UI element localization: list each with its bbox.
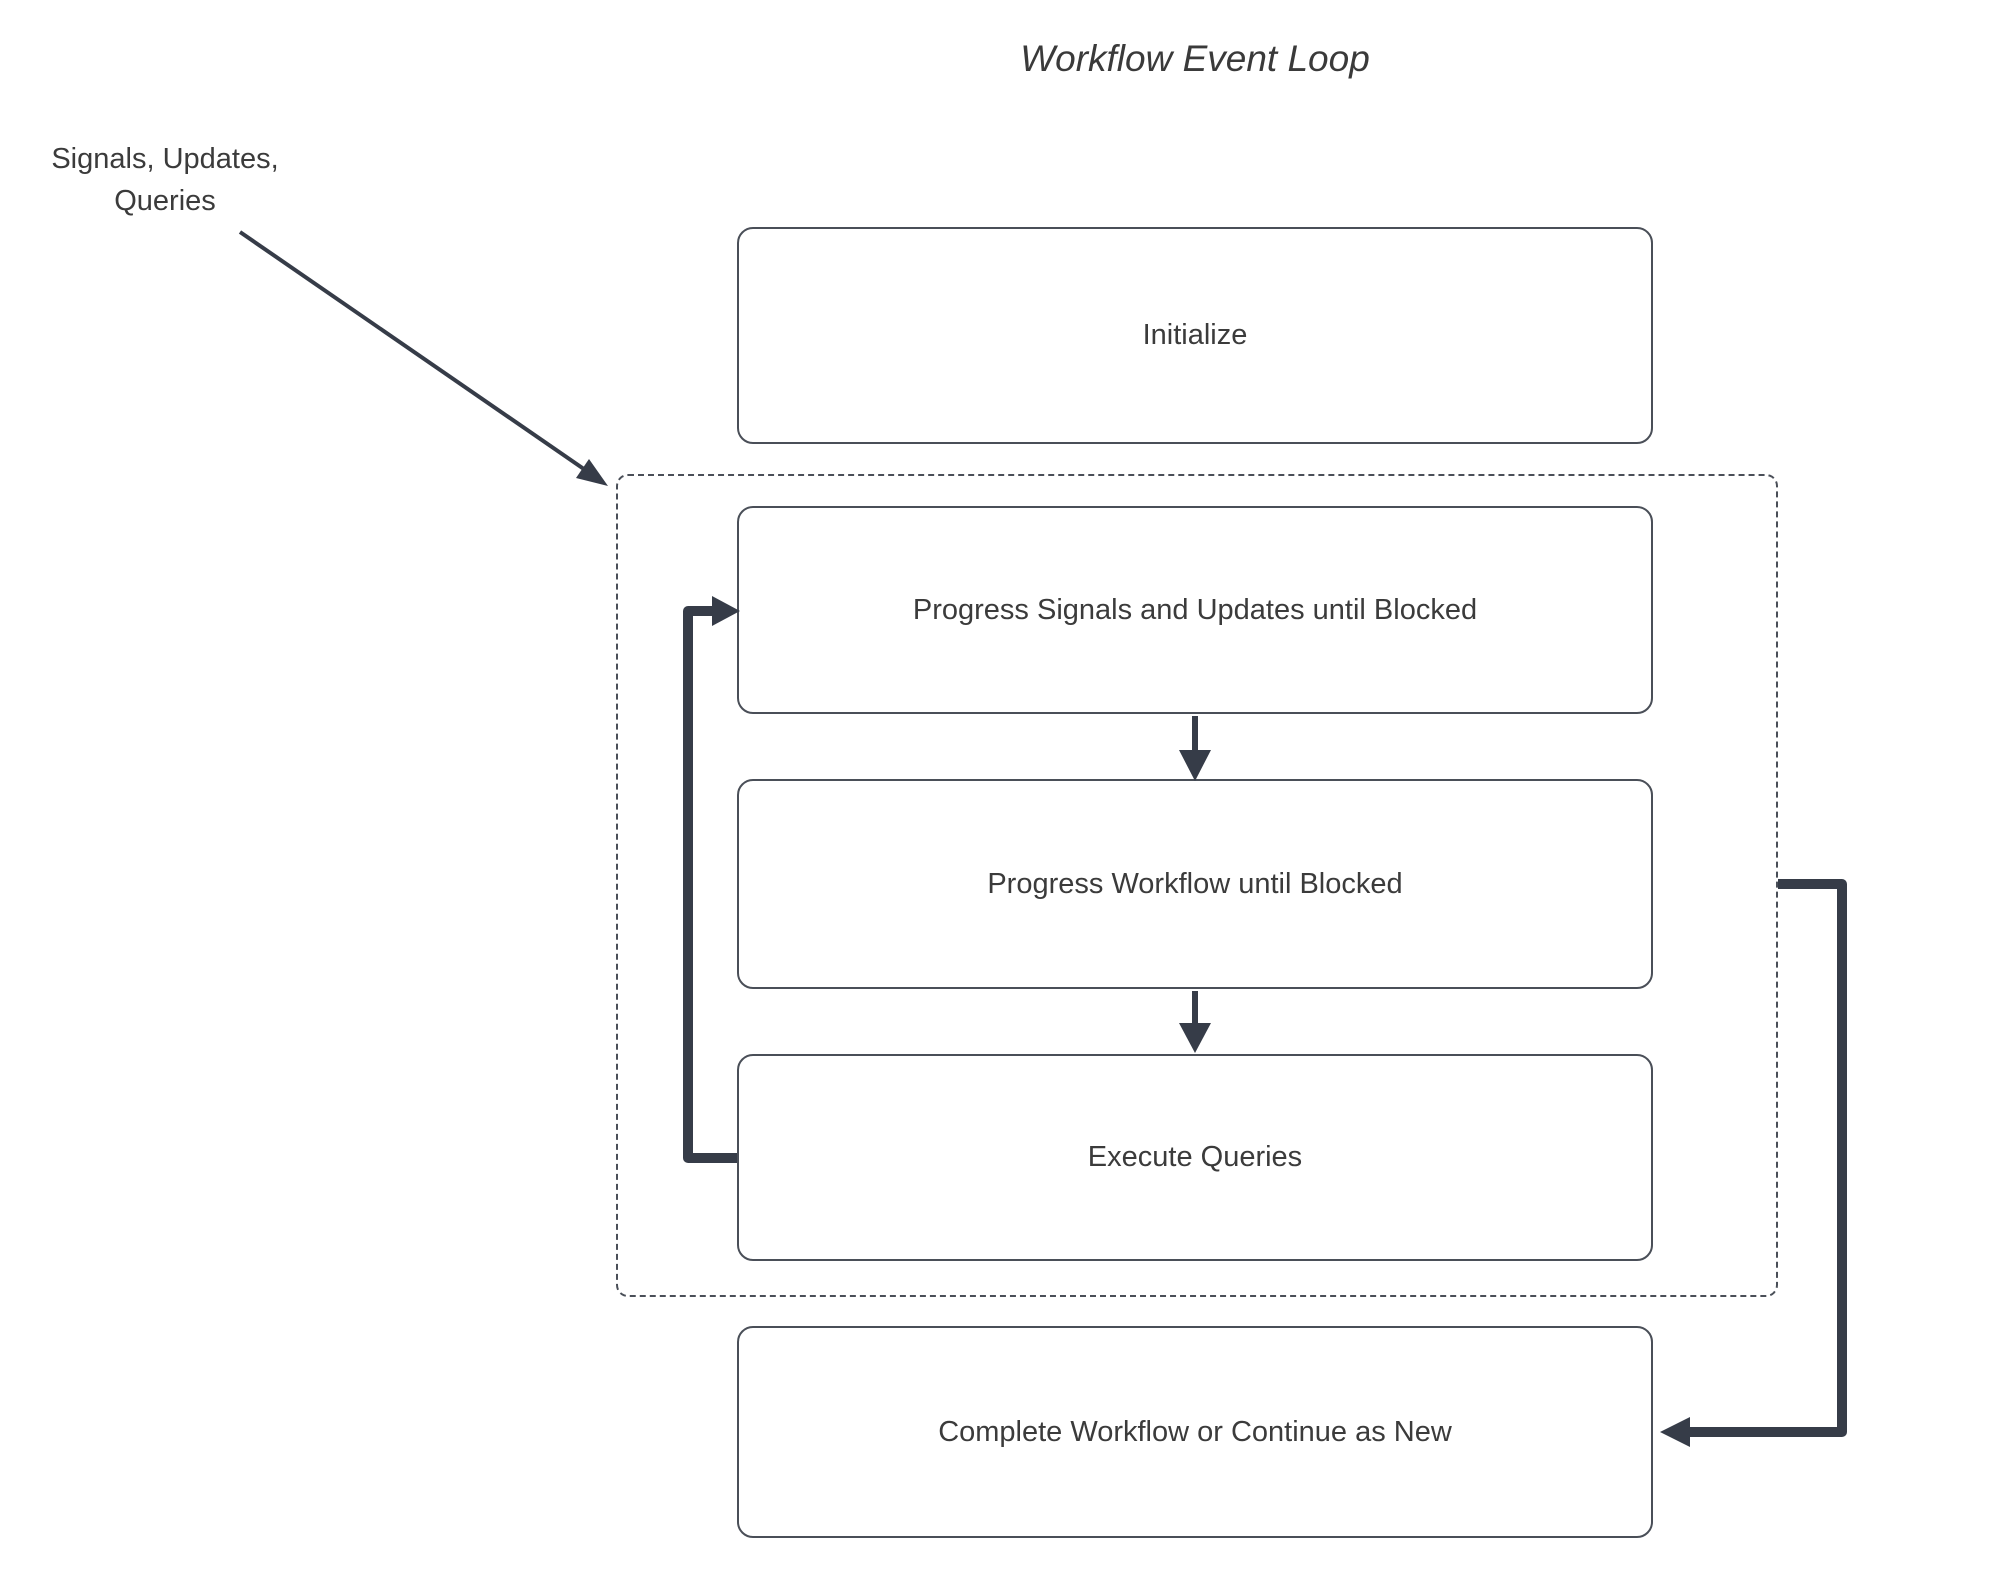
node-execute-queries: Execute Queries: [737, 1054, 1653, 1261]
node-progress-workflow: Progress Workflow until Blocked: [737, 779, 1653, 989]
external-inputs-arrow: [238, 230, 608, 486]
node-progress-signals-label: Progress Signals and Updates until Block…: [912, 593, 1478, 626]
node-initialize-label: Initialize: [1142, 319, 1248, 351]
node-progress-workflow-label: Progress Workflow until Blocked: [987, 867, 1403, 900]
diagram-title: Workflow Event Loop: [1020, 38, 1370, 79]
node-progress-signals: Progress Signals and Updates until Block…: [737, 506, 1653, 714]
external-inputs-label: Signals, Updates, Queries: [51, 143, 279, 218]
node-initialize: Initialize: [737, 227, 1653, 444]
node-complete-workflow-label: Complete Workflow or Continue as New: [938, 1415, 1452, 1448]
node-execute-queries-label: Execute Queries: [1087, 1141, 1303, 1173]
node-complete-workflow: Complete Workflow or Continue as New: [737, 1326, 1653, 1538]
